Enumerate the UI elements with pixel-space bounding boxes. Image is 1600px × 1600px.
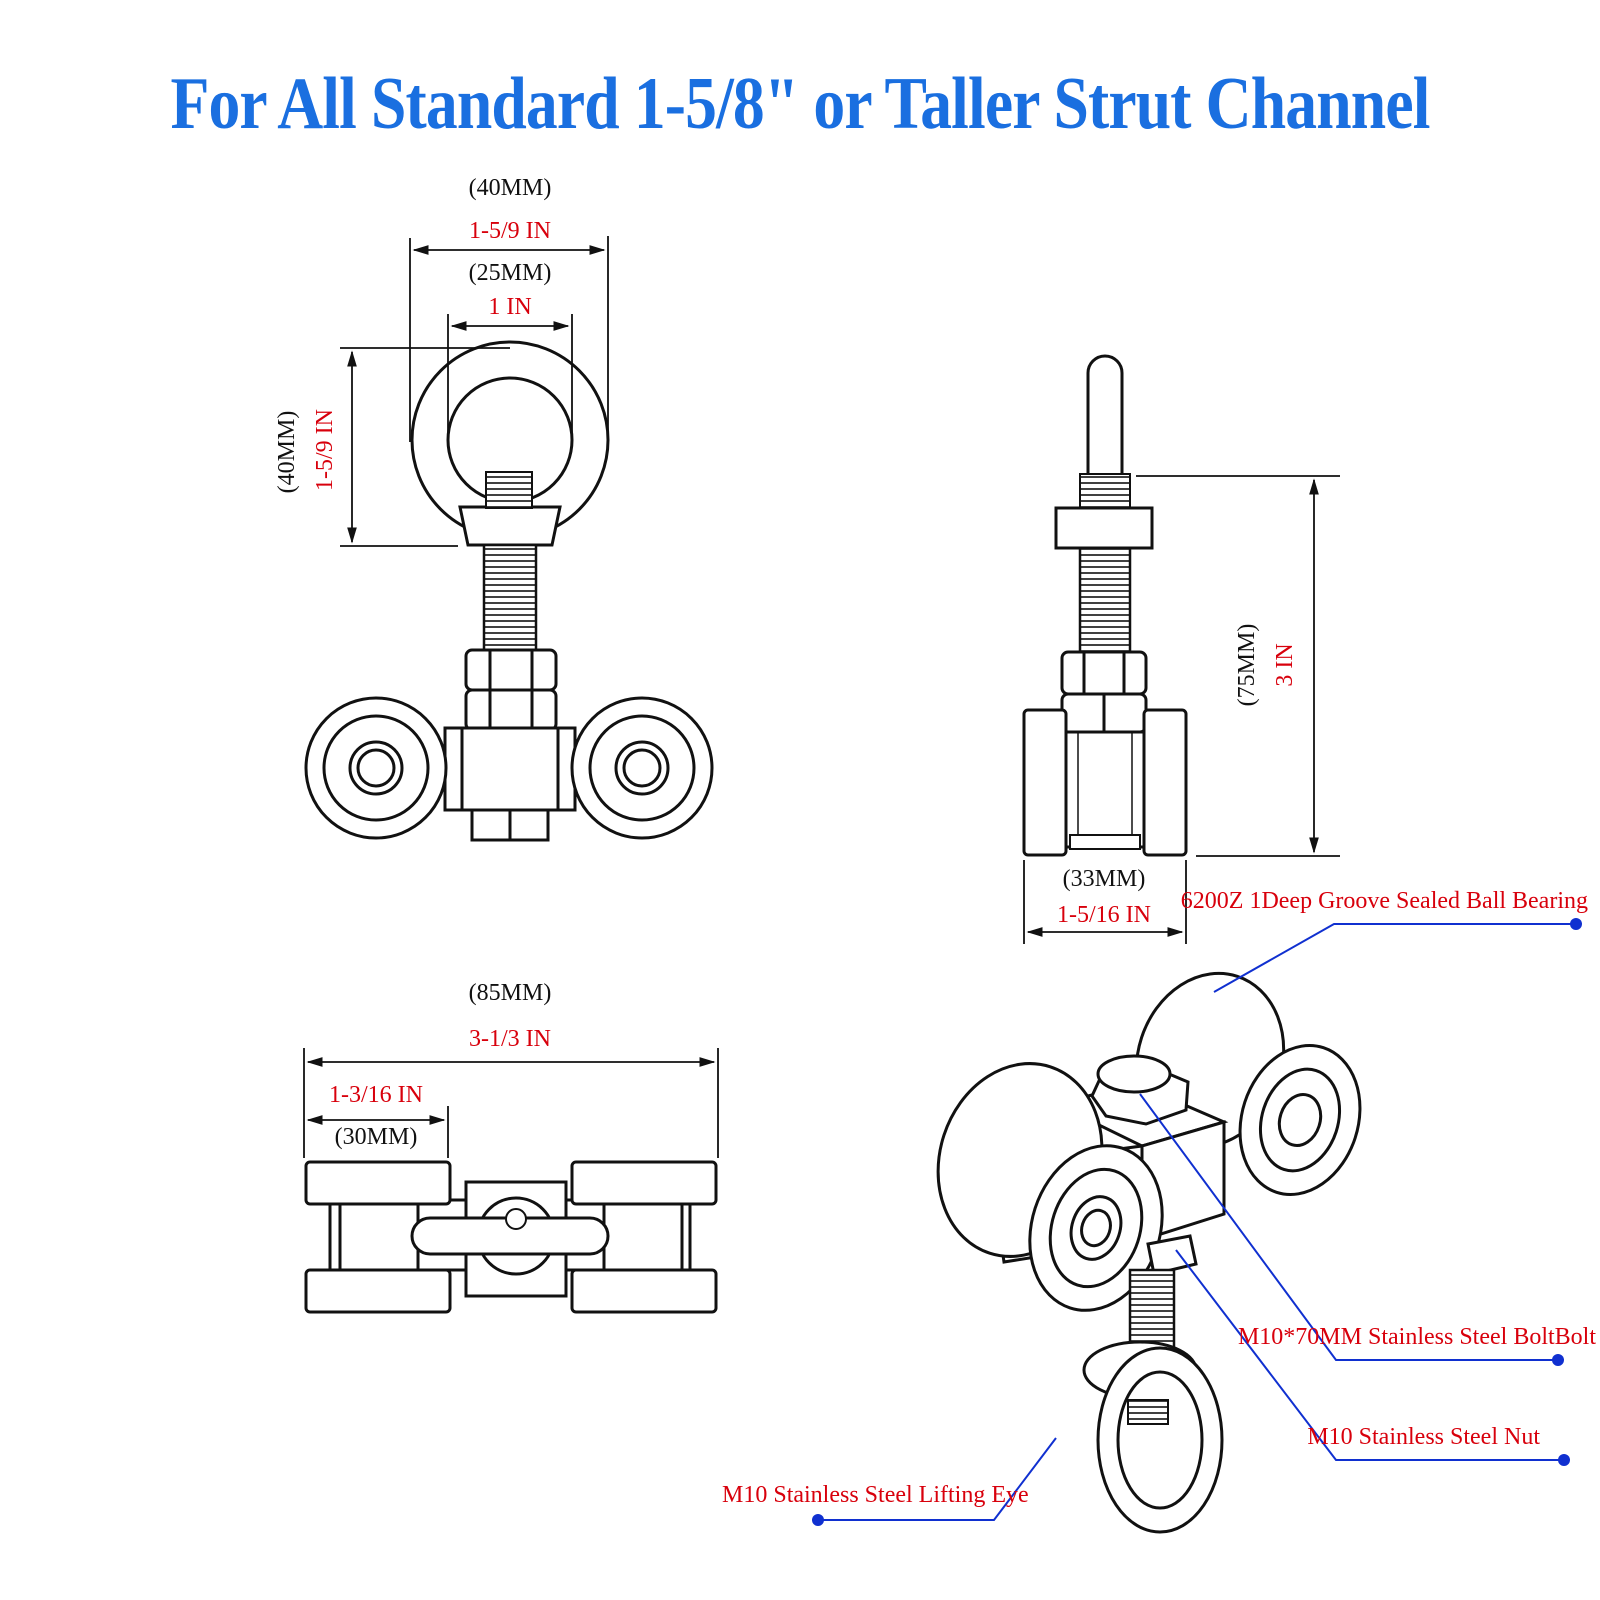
hex-nut-upper	[464, 648, 558, 692]
top-dimension-lines	[303, 1048, 719, 1158]
callout-bolt: M10*70MM Stainless Steel BoltBolt	[1238, 1324, 1596, 1350]
callout-bearing: 6200Z 1Deep Groove Sealed Ball Bearing	[1181, 888, 1588, 914]
eye-outer-mm: (40MM)	[469, 175, 552, 201]
length-in: 3-1/3 IN	[469, 1026, 551, 1052]
width-mm: (33MM)	[1063, 866, 1146, 892]
isometric-view	[936, 971, 1362, 1534]
wheel-width-in: 1-3/16 IN	[329, 1082, 423, 1108]
height-mm: (75MM)	[1234, 624, 1260, 707]
callout-nut: M10 Stainless Steel Nut	[1307, 1424, 1540, 1450]
eye-collar	[458, 505, 562, 547]
wheel-width-mm: (30MM)	[335, 1124, 418, 1150]
callout-dots	[812, 918, 1582, 1526]
front-view	[304, 340, 714, 842]
wheel-left	[304, 696, 448, 840]
callout-eye: M10 Stainless Steel Lifting Eye	[722, 1482, 1029, 1508]
bolt-shank	[482, 543, 538, 652]
length-mm: (85MM)	[469, 980, 552, 1006]
side-view	[1022, 354, 1188, 857]
trolley-body	[443, 726, 577, 812]
eye-inner-in: 1 IN	[488, 294, 531, 320]
page-title: For All Standard 1-5/8" or Taller Strut …	[170, 63, 1430, 145]
height-in: 3 IN	[1272, 643, 1298, 686]
callout-leaders	[818, 923, 1576, 1521]
eye-inner-mm: (25MM)	[469, 260, 552, 286]
side-dimension-lines	[1023, 475, 1340, 944]
wheel-right	[570, 696, 714, 840]
eye-height-in: 1-5/9 IN	[312, 409, 338, 491]
eye-height-mm: (40MM)	[274, 411, 300, 494]
width-in: 1-5/16 IN	[1057, 902, 1151, 928]
hex-nut-lower	[464, 688, 558, 732]
front-dimension-lines	[340, 236, 609, 547]
eye-outer-in: 1-5/9 IN	[469, 218, 551, 244]
top-view	[304, 1160, 718, 1314]
